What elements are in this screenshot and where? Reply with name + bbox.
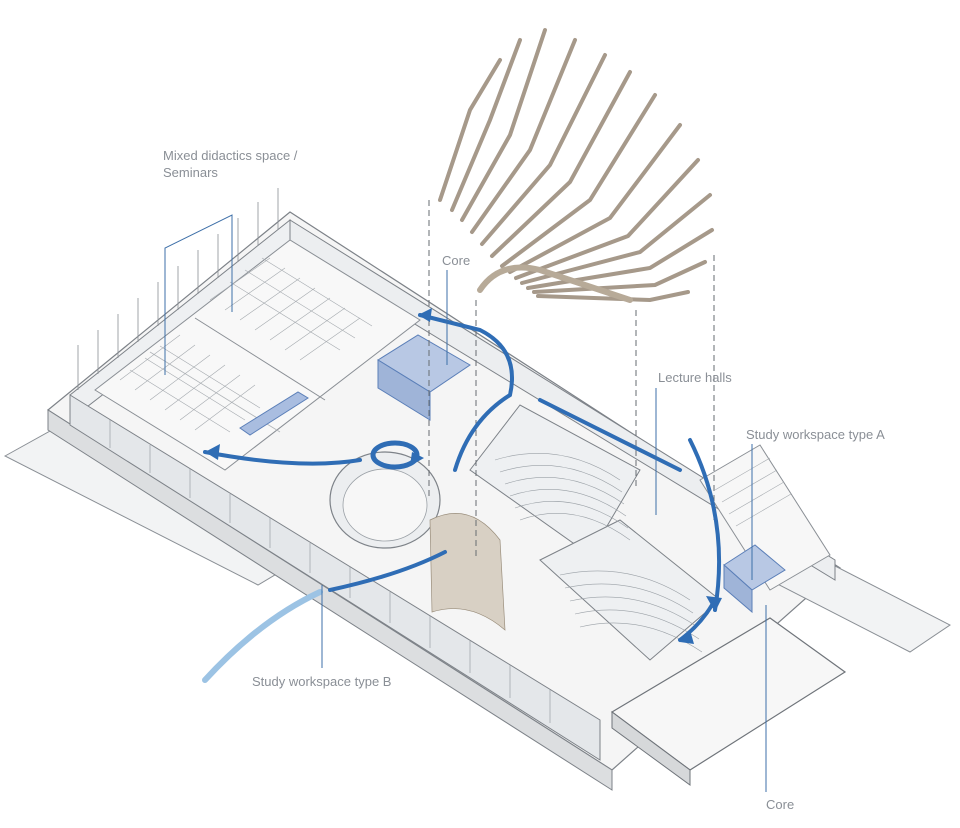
label-mixed-didactics: Mixed didactics space / Seminars (163, 147, 297, 181)
label-mixed-line2: Seminars (163, 165, 218, 180)
label-lecture-halls: Lecture halls (658, 370, 732, 385)
label-mixed-line1: Mixed didactics space / (163, 148, 298, 163)
fin-canopy (438, 28, 714, 303)
entrance-canopy-edge (611, 711, 691, 786)
lecture-hall-upper (469, 404, 641, 556)
circulation-arrows (203, 313, 722, 642)
label-core-top: Core (442, 253, 471, 268)
rotation-arrow-head (410, 452, 424, 466)
roof-posts (77, 188, 279, 390)
study-a-desks (714, 457, 792, 527)
facade-mullions (109, 420, 551, 723)
label-study-workspace-b: Study workspace type B (252, 674, 392, 689)
base-edge (47, 409, 613, 791)
label-core-bottom: Core (766, 797, 795, 812)
facade-right (289, 219, 836, 581)
seminar-zone (94, 239, 421, 471)
label-study-workspace-a: Study workspace type A (746, 427, 885, 442)
fin-canopy-base (477, 264, 633, 303)
core-bottom-side (723, 563, 753, 614)
entry-flow (202, 589, 323, 683)
facade-front (69, 394, 601, 761)
core-top-side (377, 359, 431, 421)
seminar-core (239, 391, 309, 436)
lecture-seating (494, 453, 703, 653)
arrow-heads (205, 308, 722, 644)
leader-lines (164, 214, 767, 792)
fin-screen-installed (429, 513, 506, 631)
oval-atrium-inner (342, 468, 428, 542)
